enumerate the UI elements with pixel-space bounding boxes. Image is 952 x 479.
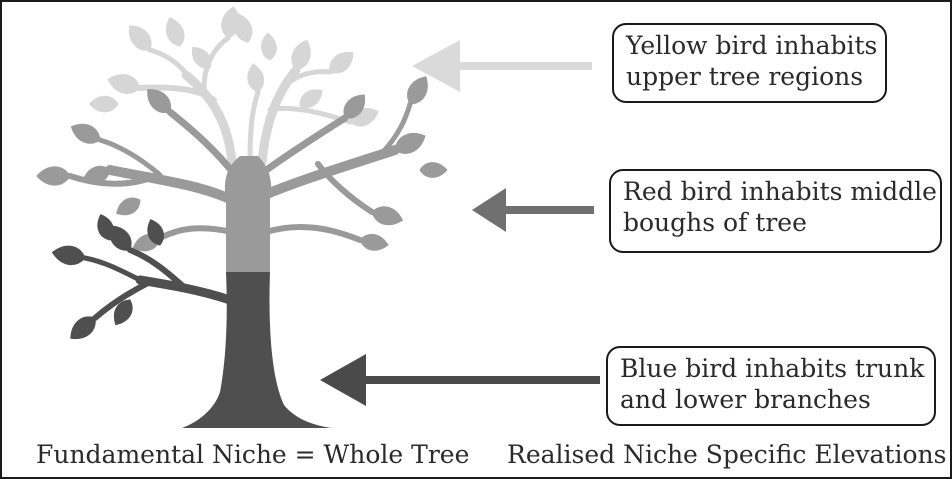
upper-callout-line-1: Yellow bird inhabits [626, 31, 878, 60]
lower-region-callout: Blue bird inhabits trunk and lower branc… [606, 346, 936, 426]
realised-niche-caption: Realised Niche Specific Elevations [507, 440, 947, 469]
lower-callout-line-1: Blue bird inhabits trunk [620, 354, 925, 383]
upper-region-callout: Yellow bird inhabits upper tree regions [612, 23, 887, 103]
middle-callout-line-1: Red bird inhabits middle [623, 177, 937, 206]
arrow-to-lower-region [320, 354, 600, 406]
arrow-to-middle-region [472, 188, 594, 232]
arrow-to-upper-region [412, 40, 592, 92]
middle-tree-region [36, 71, 448, 272]
upper-tree-region [89, 4, 382, 167]
middle-region-callout: Red bird inhabits middle boughs of tree [609, 169, 942, 253]
fundamental-niche-caption: Fundamental Niche = Whole Tree [36, 440, 470, 469]
upper-callout-line-2: upper tree regions [626, 62, 864, 91]
middle-callout-line-2: boughs of tree [623, 208, 807, 237]
lower-callout-line-2: and lower branches [620, 385, 871, 414]
lower-tree-region [50, 211, 332, 428]
